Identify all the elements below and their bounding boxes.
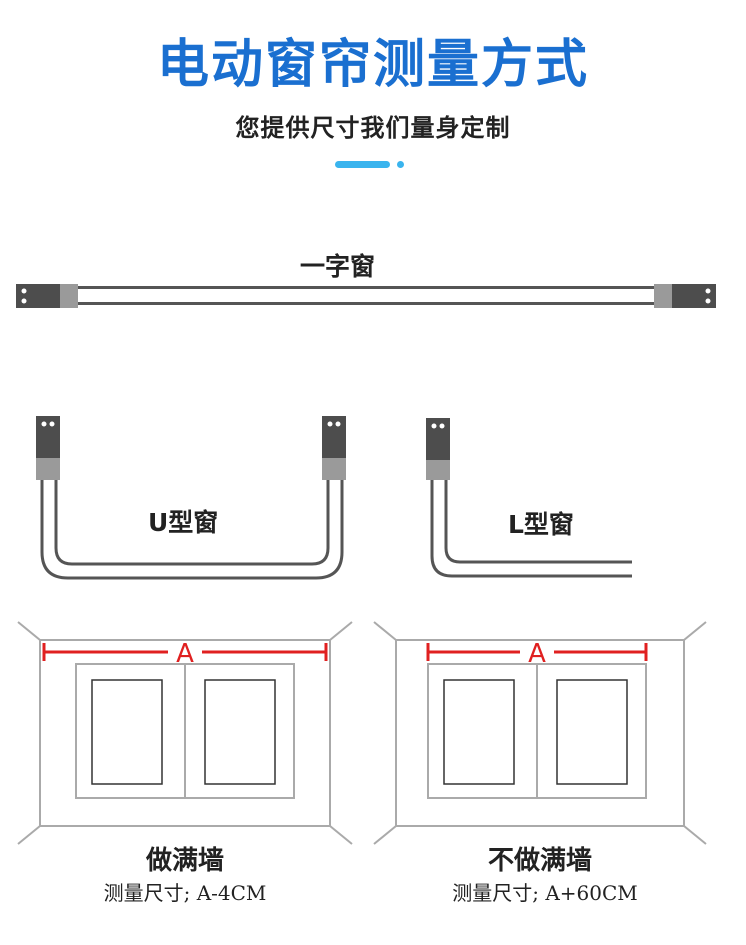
full-wall-dimension-label: A [176,639,194,669]
l-track-label: L型窗 [508,510,574,539]
page-title: 电动窗帘测量方式 [156,35,589,95]
full-wall-window-diagram: A [17,621,353,845]
partial-wall-dimension-label: A [528,639,546,669]
straight-track [16,284,716,308]
u-right-bracket [322,416,346,480]
u-shape-track [36,416,346,580]
partial-wall-window-diagram: A [373,621,707,845]
straight-track-label: 一字窗 [300,252,376,281]
title-accent-bar [335,161,390,168]
title-accent-dot [397,161,404,168]
u-track-label: U型窗 [148,508,219,537]
partial-wall-dimension-line: A [426,639,648,669]
partial-wall-caption: 不做满墙 [487,846,592,876]
full-wall-caption: 做满墙 [145,846,224,876]
right-end-bracket [654,284,716,308]
partial-wall-formula: 测量尺寸; A+60CM [452,881,638,905]
left-end-bracket [16,284,78,308]
l-shape-track [426,418,632,578]
page-subtitle: 您提供尺寸我们量身定制 [235,114,511,142]
u-left-bracket [36,416,60,480]
full-wall-formula: 测量尺寸; A-4CM [103,881,267,905]
l-top-bracket [426,418,450,480]
full-wall-dimension-line: A [42,639,328,669]
